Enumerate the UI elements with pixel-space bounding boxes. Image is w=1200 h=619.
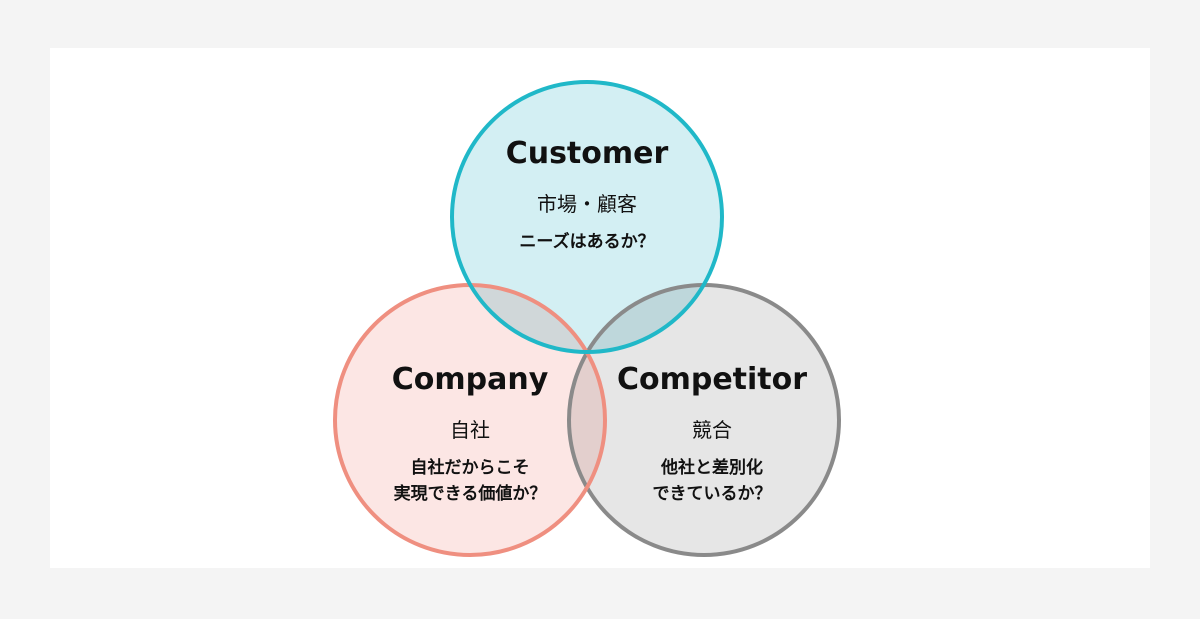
customer-circle-fill <box>452 82 722 352</box>
customer-title: Customer <box>505 136 669 171</box>
customer-question: ニーズはあるか？ <box>519 232 655 252</box>
competitor-circle-fill <box>569 285 839 555</box>
competitor-title: Competitor <box>616 362 808 397</box>
company-question-line2: 実現できる価値か？ <box>393 484 547 504</box>
competitor-subtitle: 競合 <box>692 418 732 442</box>
company-subtitle: 自社 <box>450 418 490 442</box>
competitor-question-line1: 他社と差別化 <box>661 458 763 478</box>
customer-subtitle: 市場・顧客 <box>537 192 637 216</box>
company-question-line1: 自社だからこそ <box>410 458 530 478</box>
company-title: Company <box>391 362 549 397</box>
competitor-question-line2: できているか？ <box>652 484 772 504</box>
competitor-question: 他社と差別化 できているか？ <box>653 455 772 507</box>
company-question: 自社だからこそ 実現できる価値か？ <box>394 455 547 507</box>
company-circle-fill <box>335 285 605 555</box>
customer-circle <box>450 80 724 354</box>
